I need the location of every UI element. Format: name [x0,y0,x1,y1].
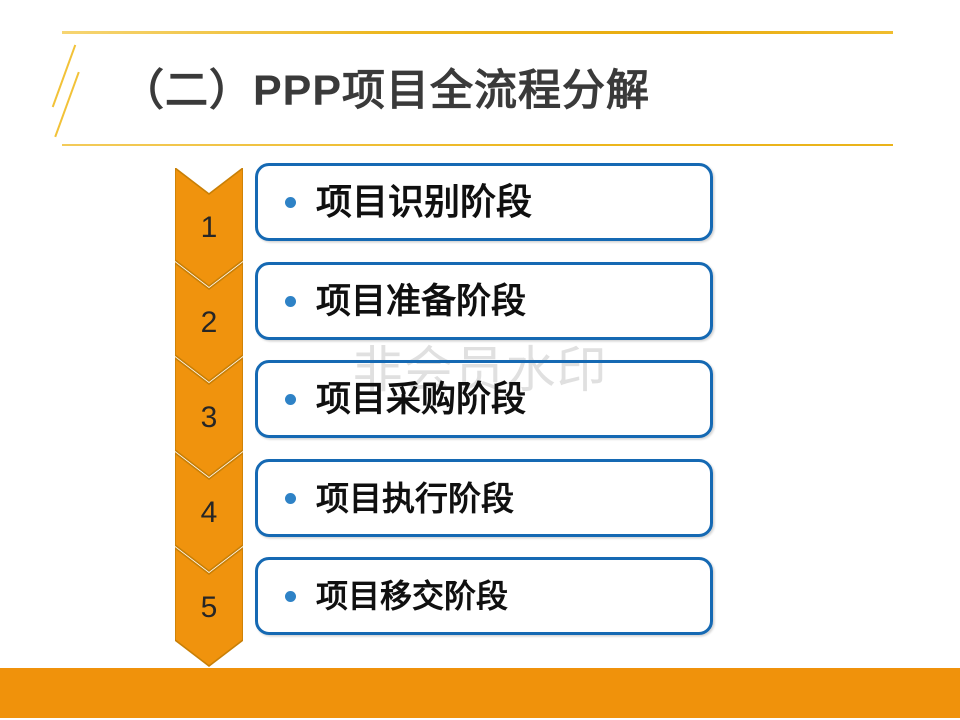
arrow-segment [175,356,243,478]
bullet-icon [285,393,296,405]
bullet-icon [285,590,296,602]
stage-box: 项目准备阶段 [255,262,713,340]
arrow-segment [175,451,243,573]
decorative-slash-icon [54,71,80,138]
stage-label: 项目识别阶段 [316,181,533,222]
stage-number: 2 [201,306,218,339]
bottom-accent-bar [0,668,960,718]
bullet-icon [285,295,296,307]
stage-label: 项目采购阶段 [316,379,527,419]
top-accent-line [62,31,893,34]
stage-box: 项目采购阶段 [255,360,713,438]
process-arrow: 1 2 3 4 5 [175,168,243,668]
stage-box: 项目识别阶段 [255,163,713,241]
stage-label: 项目准备阶段 [316,281,527,321]
stage-number: 3 [201,401,218,434]
stage-box: 项目执行阶段 [255,459,713,537]
arrow-segment [175,546,243,668]
bullet-icon [285,492,296,504]
slide-title: （二）PPP项目全流程分解 [121,67,651,115]
stage-box: 项目移交阶段 [255,557,713,635]
stage-label: 项目执行阶段 [316,479,514,517]
decorative-slash-icon [51,44,77,108]
bullet-icon [285,196,296,208]
arrow-segment [175,261,243,383]
arrow-segment [175,168,243,288]
stage-number: 4 [201,496,218,529]
watermark-text: 非会员水印 [352,342,608,398]
title-underline [62,144,893,146]
stage-number: 5 [201,591,218,624]
stage-label: 项目移交阶段 [316,578,509,614]
stage-number: 1 [201,211,218,244]
